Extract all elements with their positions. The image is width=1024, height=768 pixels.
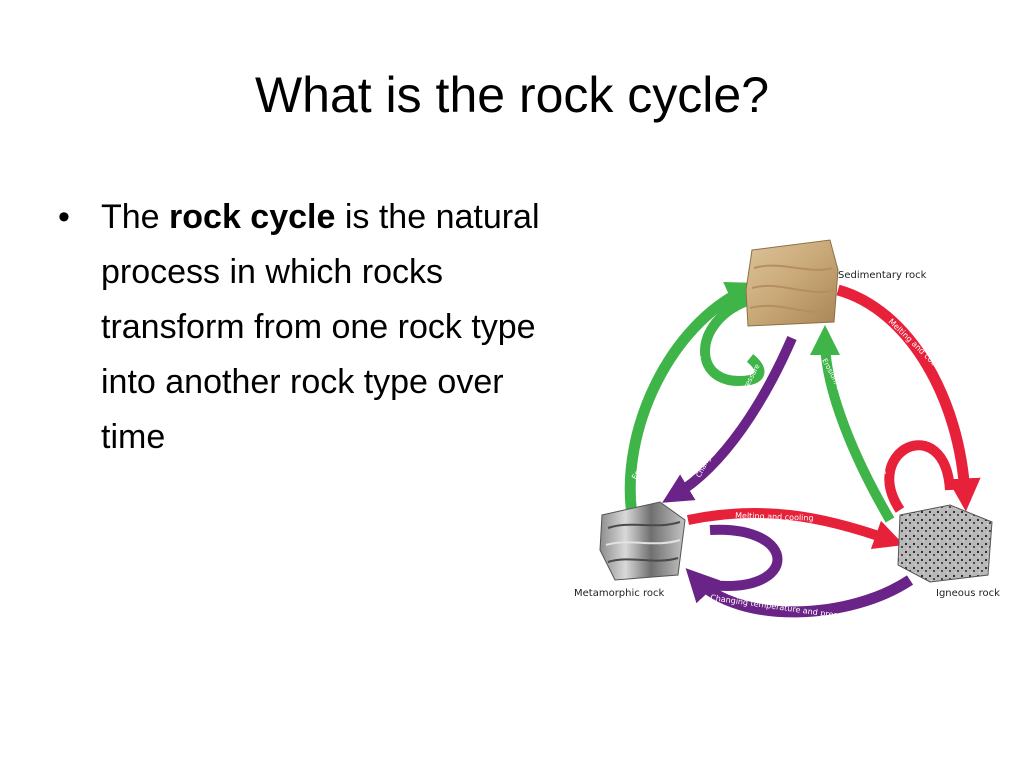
igneous-rock-image bbox=[897, 504, 993, 583]
label-igneous-rock: Igneous rock bbox=[936, 588, 1000, 599]
label-melting-outer: Melting and cooling bbox=[887, 317, 950, 378]
label-metamorphic-rock: Metamorphic rock bbox=[574, 588, 664, 599]
arrow-melting-inner bbox=[686, 507, 905, 550]
label-melting-inner: Melting and cooling bbox=[735, 511, 814, 523]
label-sedimentary-rock: Sedimentary rock bbox=[838, 270, 927, 281]
bullet-item: • The rock cycle is the natural process … bbox=[58, 190, 558, 465]
bullet-text-post: is the natural process in which rocks tr… bbox=[101, 198, 540, 456]
arrow-erosion-inner bbox=[810, 325, 895, 523]
metamorphic-rock-image bbox=[599, 501, 686, 581]
loop-igneous bbox=[884, 440, 955, 513]
bullet-text: The rock cycle is the natural process in… bbox=[101, 190, 558, 465]
bullet-symbol: • bbox=[58, 198, 70, 236]
arrow-changing-outer bbox=[685, 568, 914, 618]
arrow-melting-outer bbox=[836, 284, 981, 512]
bullet-text-bold: rock cycle bbox=[169, 198, 336, 236]
loop-metamorphic bbox=[709, 524, 783, 591]
arrow-erosion-outer bbox=[624, 282, 760, 516]
loop-sedimentary bbox=[700, 295, 765, 386]
sedimentary-rock-image bbox=[745, 239, 839, 327]
slide-title: What is the rock cycle? bbox=[254, 67, 770, 123]
rock-cycle-diagram: Sedimentary rock Metamorphic rock Igneou… bbox=[574, 239, 1000, 622]
arrow-changing-inner bbox=[662, 336, 797, 503]
bullet-text-pre: The bbox=[101, 198, 170, 236]
